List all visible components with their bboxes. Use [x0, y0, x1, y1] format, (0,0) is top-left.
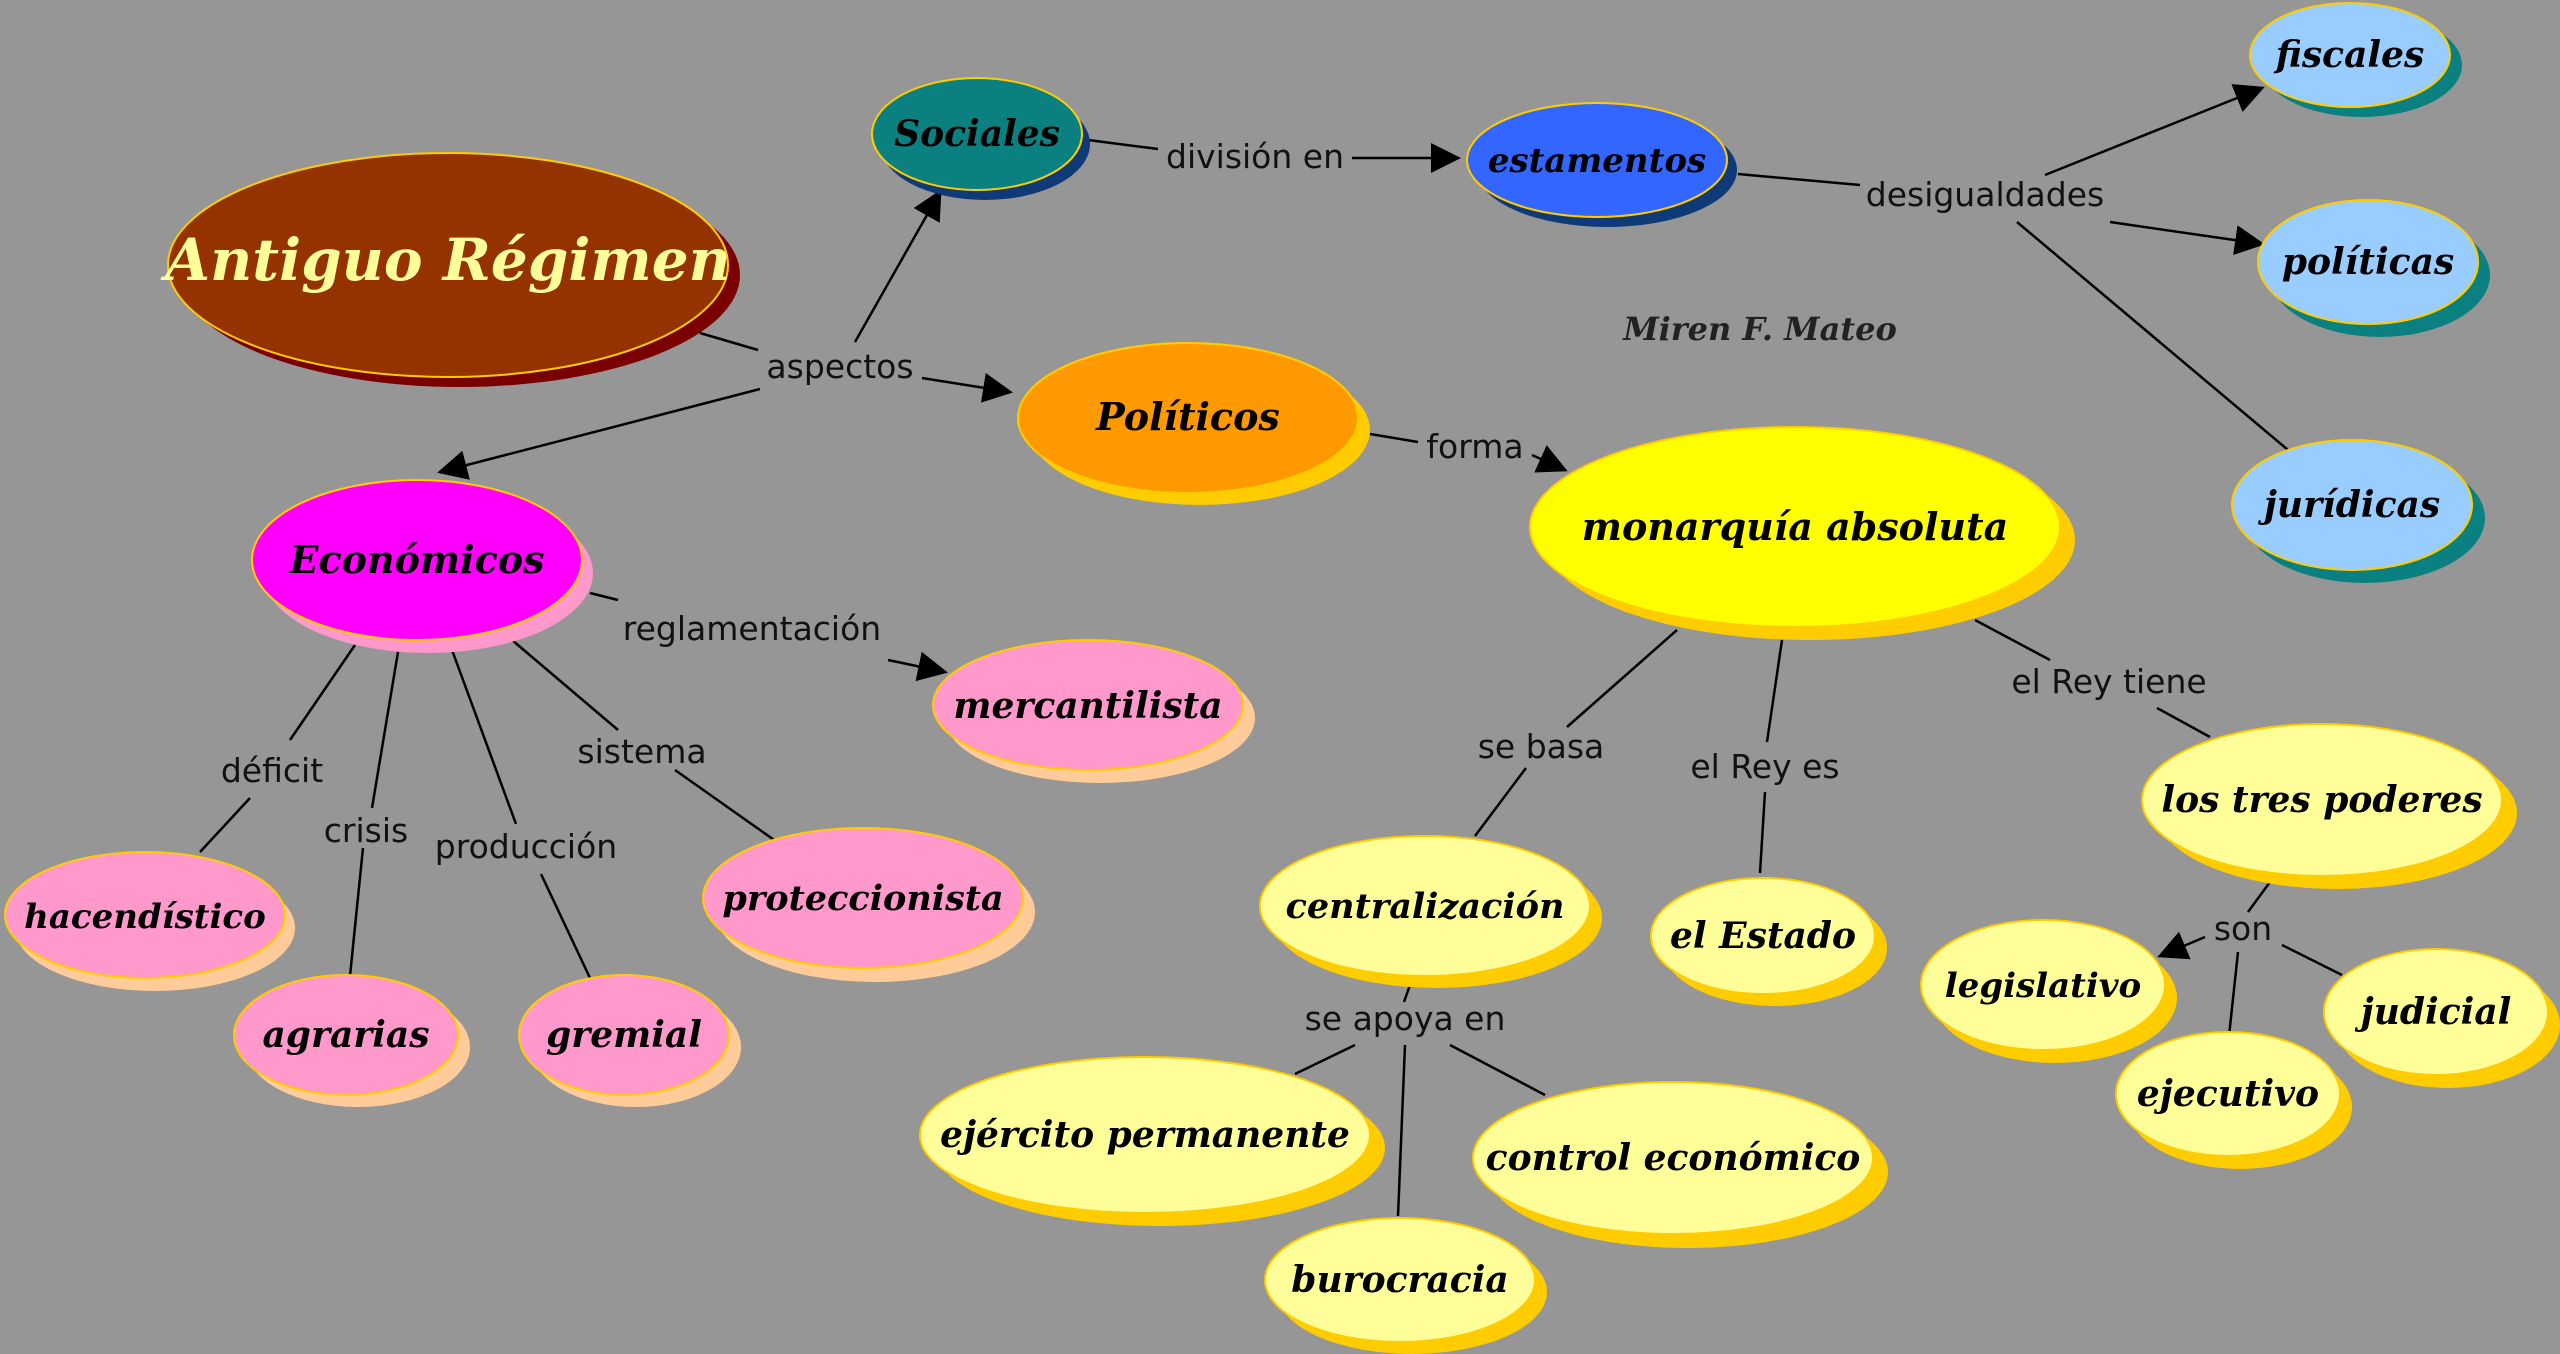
link-label-produccion: producción [435, 827, 617, 866]
node-label: Económicos [289, 537, 545, 582]
node-label: jurídicas [2258, 484, 2440, 526]
node-hacendistico[interactable]: hacendístico [4, 851, 295, 991]
connector-lines [199, 84, 2343, 1217]
node-fiscales[interactable]: fiscales [2249, 2, 2462, 117]
node-ejecutivo[interactable]: ejecutivo [2115, 1031, 2352, 1169]
node-label: estamentos [1488, 141, 1706, 181]
node-label: legislativo [1945, 966, 2141, 1006]
node-label: gremial [546, 1014, 702, 1056]
node-antiguo-regimen[interactable]: Antiguo Régimen [160, 152, 740, 387]
node-label: burocracia [1291, 1259, 1508, 1301]
node-gremial[interactable]: gremial [518, 974, 741, 1107]
link-label-se-basa: se basa [1478, 727, 1605, 766]
node-label: mercantilista [953, 685, 1222, 727]
node-burocracia[interactable]: burocracia [1264, 1217, 1547, 1354]
link-label-reglamentacion: reglamentación [623, 609, 881, 648]
node-label: monarquía absoluta [1582, 504, 2008, 549]
node-centralizacion[interactable]: centralización [1259, 835, 1602, 988]
node-proteccionista[interactable]: proteccionista [702, 827, 1035, 982]
node-label: fiscales [2273, 34, 2425, 76]
node-estamentos[interactable]: estamentos [1466, 102, 1737, 227]
node-label: Antiguo Régimen [160, 226, 731, 294]
node-label: Sociales [894, 113, 1060, 155]
node-label: judicial [2355, 991, 2512, 1033]
node-legislativo[interactable]: legislativo [1920, 919, 2177, 1063]
node-label: proteccionista [722, 878, 1003, 919]
link-label-aspectos: aspectos [766, 347, 913, 386]
node-economicos[interactable]: Económicos [251, 479, 593, 653]
link-label-el-rey-tiene: el Rey tiene [2011, 662, 2206, 701]
node-juridicas[interactable]: jurídicas [2231, 439, 2485, 583]
node-label: los tres poderes [2161, 779, 2482, 821]
node-ejercito-permanente[interactable]: ejército permanente [919, 1056, 1385, 1226]
link-label-deficit: déficit [221, 751, 323, 790]
node-label: el Estado [1670, 915, 1856, 957]
author-name: Miren F. Mateo [1622, 310, 1897, 348]
link-label-el-rey-es: el Rey es [1690, 747, 1839, 786]
node-el-estado[interactable]: el Estado [1650, 877, 1887, 1006]
link-labels: aspectos división en desigualdades forma… [221, 137, 2272, 1038]
link-label-sistema: sistema [577, 732, 706, 771]
node-label: centralización [1286, 886, 1565, 927]
link-label-crisis: crisis [324, 811, 408, 850]
link-label-se-apoya-en: se apoya en [1305, 999, 1506, 1038]
node-label: ejecutivo [2137, 1073, 2319, 1115]
node-sociales[interactable]: Sociales [871, 77, 1090, 200]
node-label: Políticos [1095, 394, 1280, 439]
node-agrarias[interactable]: agrarias [233, 974, 470, 1107]
node-politicos[interactable]: Políticos [1017, 342, 1370, 505]
link-label-forma: forma [1426, 427, 1523, 466]
node-label: hacendístico [24, 897, 266, 937]
node-politicas[interactable]: políticas [2257, 199, 2490, 337]
node-monarquia-absoluta[interactable]: monarquía absoluta [1529, 426, 2075, 640]
node-tres-poderes[interactable]: los tres poderes [2141, 723, 2517, 889]
node-label: políticas [2282, 241, 2454, 283]
node-label: control económico [1486, 1137, 1861, 1179]
node-label: agrarias [262, 1014, 429, 1056]
link-label-division-en: división en [1166, 137, 1344, 176]
node-judicial[interactable]: judicial [2323, 948, 2560, 1088]
link-label-desigualdades: desigualdades [1866, 175, 2104, 214]
node-control-economico[interactable]: control económico [1472, 1081, 1888, 1248]
node-mercantilista[interactable]: mercantilista [932, 639, 1255, 783]
link-label-son: son [2214, 909, 2272, 948]
node-label: ejército permanente [940, 1114, 1350, 1156]
